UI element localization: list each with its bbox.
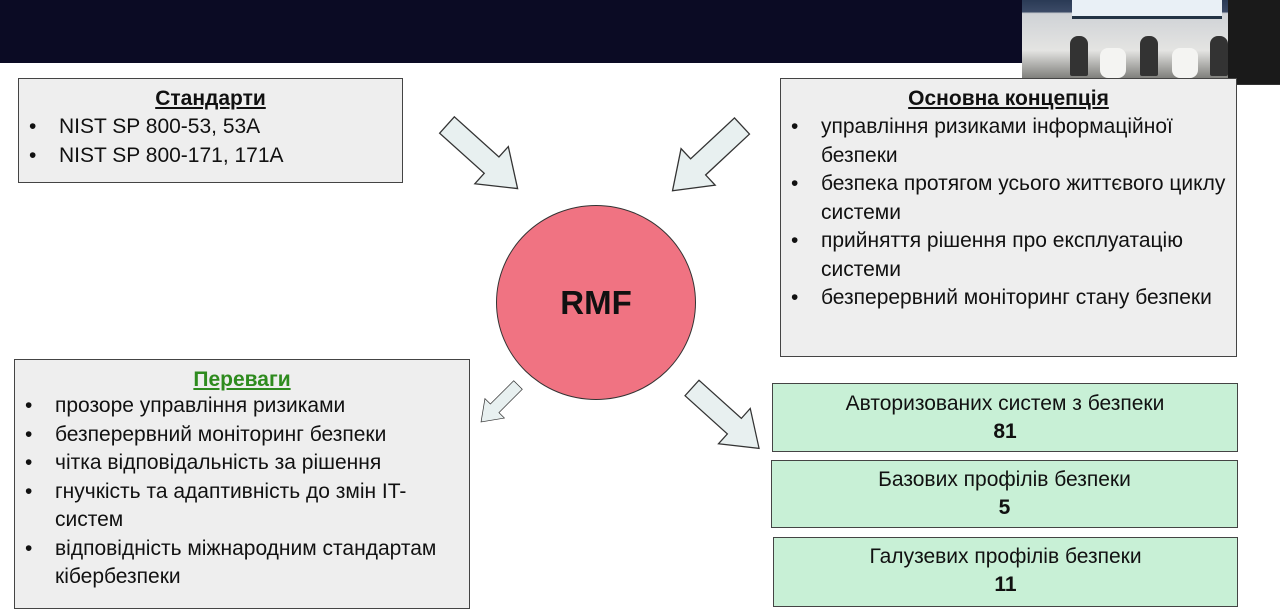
stage-screen xyxy=(1072,0,1222,19)
stat-value: 81 xyxy=(993,420,1017,443)
concept-item: управління ризиками інформаційної безпек… xyxy=(781,113,1228,170)
advantages-item: прозоре управління ризиками xyxy=(15,392,461,421)
arrow-standards-to-rmf xyxy=(429,105,535,208)
advantages-item: чітка відповідальність за рішення xyxy=(15,449,461,478)
stat-box-industry-profiles: Галузевих профілів безпеки 11 xyxy=(773,537,1238,607)
arrow-rmf-to-advantages xyxy=(470,374,529,433)
stat-value: 11 xyxy=(994,573,1017,596)
speaker-video-thumbnail[interactable] xyxy=(1022,0,1280,85)
advantages-item: відповідність міжнародним стандартам кіб… xyxy=(15,535,461,592)
advantages-title: Переваги xyxy=(193,368,291,391)
concept-item: безпека протягом усього життєвого циклу … xyxy=(781,170,1228,227)
standards-item: NIST SP 800-53, 53A xyxy=(19,113,402,142)
stat-value: 5 xyxy=(998,496,1011,519)
advantages-box: Переваги прозоре управління ризиками без… xyxy=(14,359,470,609)
concept-title: Основна концепція xyxy=(908,87,1109,110)
speaker xyxy=(1070,36,1088,76)
chair xyxy=(1172,48,1198,78)
stat-label: Галузевих профілів безпеки xyxy=(869,545,1142,568)
standards-item: NIST SP 800-171, 171A xyxy=(19,142,402,171)
speaker xyxy=(1210,36,1228,76)
banner xyxy=(1228,0,1280,84)
standards-box: Стандарти NIST SP 800-53, 53A NIST SP 80… xyxy=(18,78,403,183)
stat-label: Базових профілів безпеки xyxy=(878,468,1131,491)
stat-box-authorized-systems: Авторизованих систем з безпеки 81 xyxy=(772,383,1238,452)
stat-box-base-profiles: Базових профілів безпеки 5 xyxy=(771,460,1238,528)
chair xyxy=(1100,48,1126,78)
rmf-label: RMF xyxy=(560,283,632,321)
arrow-concept-to-rmf xyxy=(654,107,760,210)
concept-item: прийняття рішення про експлуатацію систе… xyxy=(781,227,1228,284)
standards-title: Стандарти xyxy=(155,87,266,110)
concept-item: безперервний моніторинг стану безпеки xyxy=(781,284,1228,313)
rmf-circle: RMF xyxy=(496,205,696,400)
arrow-rmf-to-stats xyxy=(675,369,776,467)
concept-box: Основна концепція управління ризиками ін… xyxy=(780,78,1237,357)
advantages-item: безперервний моніторинг безпеки xyxy=(15,421,461,450)
stat-label: Авторизованих систем з безпеки xyxy=(845,392,1165,415)
advantages-item: гнучкість та адаптивність до змін IT-сис… xyxy=(15,478,461,535)
speaker xyxy=(1140,36,1158,76)
